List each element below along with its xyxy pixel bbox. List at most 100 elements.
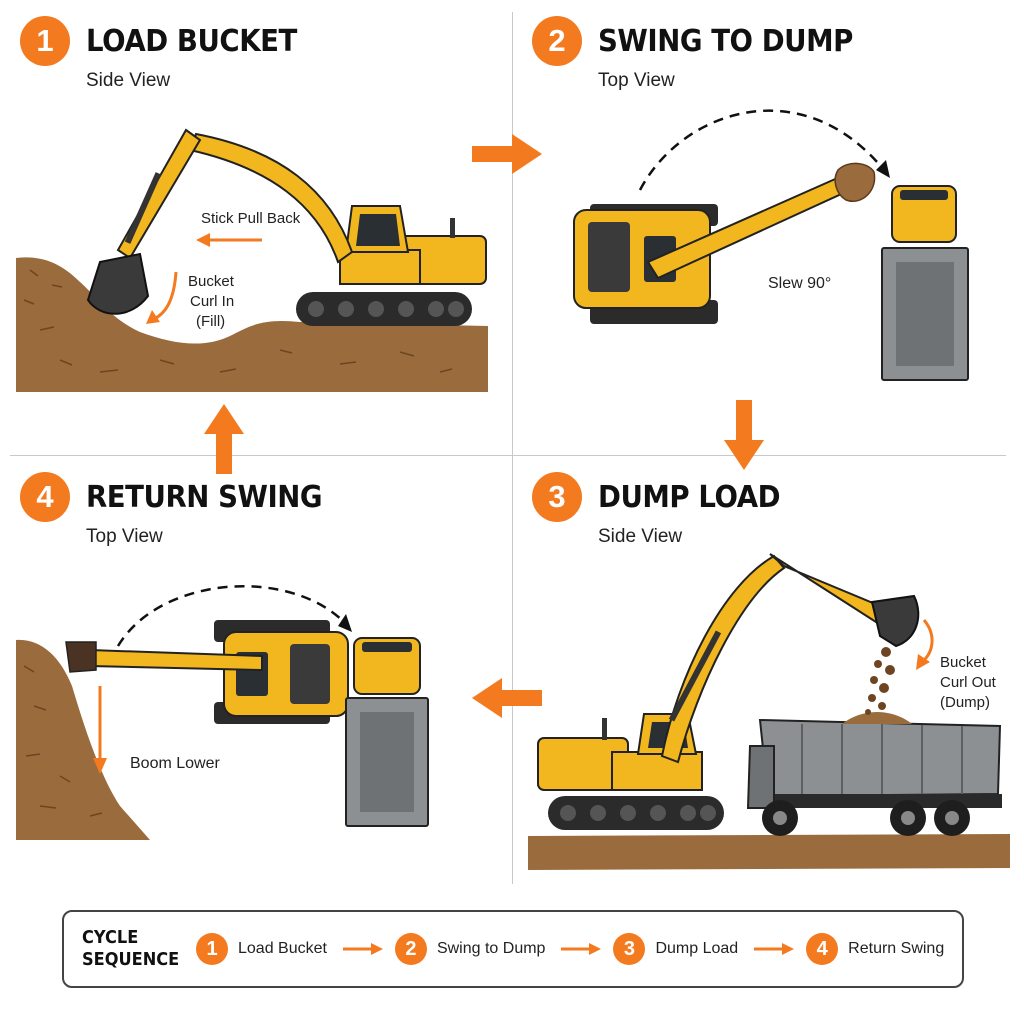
legend-number-badge: 3: [613, 933, 646, 965]
legend-item-label: Swing to Dump: [436, 940, 546, 957]
legend-item-label: Return Swing: [848, 940, 945, 957]
step-2-header: 2 SWING TO DUMP: [532, 16, 875, 66]
legend-item-return-swing: 4 Return Swing: [806, 933, 944, 965]
dirt-in-truck: [842, 712, 912, 724]
excavator-body: [611, 751, 703, 791]
excavator-bucket: [65, 641, 97, 673]
dirt-texture: [23, 269, 453, 373]
boom-lower-arrow: [93, 686, 107, 774]
slew-label: Slew 90°: [768, 275, 831, 292]
step-3-header: 3 DUMP LOAD: [532, 472, 796, 522]
step-4-view-label: Top View: [86, 526, 163, 547]
bucket-curl-label-line3: (Fill): [196, 313, 225, 330]
excavator-boom: [660, 554, 786, 764]
stick-pull-back-label: Stick Pull Back: [201, 210, 301, 227]
boom-lower-label: Boom Lower: [130, 755, 220, 772]
legend-title-line2: SEQUENCE: [82, 949, 180, 970]
excavator-stick: [769, 553, 882, 624]
flow-arrow-up: [204, 404, 244, 474]
dirt-pile: [16, 639, 150, 840]
flow-arrow-right: [472, 134, 542, 174]
step-2-title: SWING TO DUMP: [598, 23, 853, 59]
flow-arrow-down: [724, 400, 764, 470]
legend-title: CYCLE SEQUENCE: [82, 927, 180, 971]
bucket-curl-label-line1: Bucket: [188, 273, 235, 290]
legend-arrow-icon: [342, 943, 383, 955]
hydraulic-cylinder: [668, 630, 722, 722]
step-4-title: RETURN SWING: [86, 479, 323, 515]
dirt-pile: [16, 257, 488, 392]
exhaust-pipe: [450, 218, 455, 238]
vertical-divider: [512, 12, 513, 884]
legend-arrow-icon: [561, 943, 602, 955]
truck-chassis: [752, 794, 1002, 808]
legend-title-line1: CYCLE: [82, 927, 139, 948]
track-rollers: [308, 301, 464, 317]
cab-window: [356, 214, 400, 246]
step-2-view-label: Top View: [598, 70, 675, 91]
bucket-curl-out-label-line2: Curl Out: [940, 674, 997, 691]
bucket-with-dirt: [834, 162, 876, 203]
step-4-scene: Boom Lower: [16, 585, 429, 840]
truck-windshield: [900, 190, 948, 200]
bucket-curl-out-arrow: [916, 619, 934, 670]
step-3-title: DUMP LOAD: [598, 479, 781, 515]
step-4-panel: Boom Lower 4 RETURN SWING Top View: [0, 456, 512, 896]
excavator-boom: [188, 132, 354, 264]
exhaust-pipe: [602, 718, 607, 740]
step-3-panel: Bucket Curl Out (Dump) 3 DUMP LOAD Side …: [512, 456, 1024, 896]
step-1-number-badge: 1: [20, 16, 70, 66]
legend-number-badge: 4: [806, 933, 839, 965]
legend-item-dump-load: 3 Dump Load: [613, 933, 738, 965]
legend-item-label: Dump Load: [655, 940, 739, 957]
bucket-curl-out-label-line1: Bucket: [940, 654, 987, 671]
step-1-panel: Stick Pull Back Bucket Curl In (Fill) 1 …: [0, 0, 512, 440]
return-swing-arc-arrow: [116, 585, 347, 647]
return-swing-arrowhead: [338, 614, 352, 632]
excavator-bucket: [86, 252, 150, 315]
step-1-scene: Stick Pull Back Bucket Curl In (Fill): [16, 128, 488, 392]
ground-strip: [528, 834, 1010, 870]
truck-cab-side: [746, 745, 775, 809]
legend-arrow-icon: [754, 943, 795, 955]
step-2-panel: Slew 90° 2 SWING TO DUMP Top View: [512, 0, 1024, 440]
bucket-curl-out-label-line3: (Dump): [940, 694, 990, 711]
bucket-curl-arrow: [146, 271, 178, 324]
bucket-curl-label-line2: Curl In: [190, 293, 234, 310]
truck-wheels: [762, 800, 970, 836]
track-rollers: [560, 805, 716, 821]
swing-arc-arrowhead: [876, 160, 890, 178]
truck-bed-floor: [360, 712, 414, 812]
dirt-texture: [23, 665, 103, 817]
legend-item-swing-to-dump: 2 Swing to Dump: [394, 933, 546, 965]
stick-pull-back-arrow: [196, 233, 262, 247]
swing-arc-arrow: [638, 109, 885, 191]
excavator-body: [339, 249, 421, 285]
step-2-scene: Slew 90°: [573, 109, 969, 381]
step-1-header: 1 LOAD BUCKET: [20, 16, 315, 66]
horizontal-divider: [10, 455, 1006, 456]
legend-number-badge: 2: [394, 933, 427, 965]
legend-number-badge: 1: [196, 933, 228, 965]
step-3-number-badge: 3: [532, 472, 582, 522]
hydraulic-cylinder: [124, 172, 162, 244]
truck-bed-floor: [896, 262, 954, 366]
legend-item-load-bucket: 1 Load Bucket: [196, 933, 327, 965]
cycle-sequence-legend: CYCLE SEQUENCE 1 Load Bucket 2 Swing to …: [62, 910, 964, 988]
step-3-scene: Bucket Curl Out (Dump): [528, 553, 1010, 870]
step-4-header: 4 RETURN SWING: [20, 472, 343, 522]
legend-item-label: Load Bucket: [238, 940, 327, 957]
step-1-view-label: Side View: [86, 70, 171, 91]
excavator-bucket: [870, 594, 920, 648]
step-1-title: LOAD BUCKET: [86, 23, 297, 59]
step-4-number-badge: 4: [20, 472, 70, 522]
truck-bed-ribs: [801, 724, 963, 794]
engine-cover: [588, 222, 630, 292]
flow-arrow-left: [472, 678, 542, 718]
truck-windshield: [362, 642, 412, 652]
step-2-number-badge: 2: [532, 16, 582, 66]
step-3-view-label: Side View: [598, 526, 683, 547]
truck-dump-body: [758, 718, 1002, 798]
engine-cover: [290, 644, 330, 704]
falling-dirt: [865, 647, 895, 715]
